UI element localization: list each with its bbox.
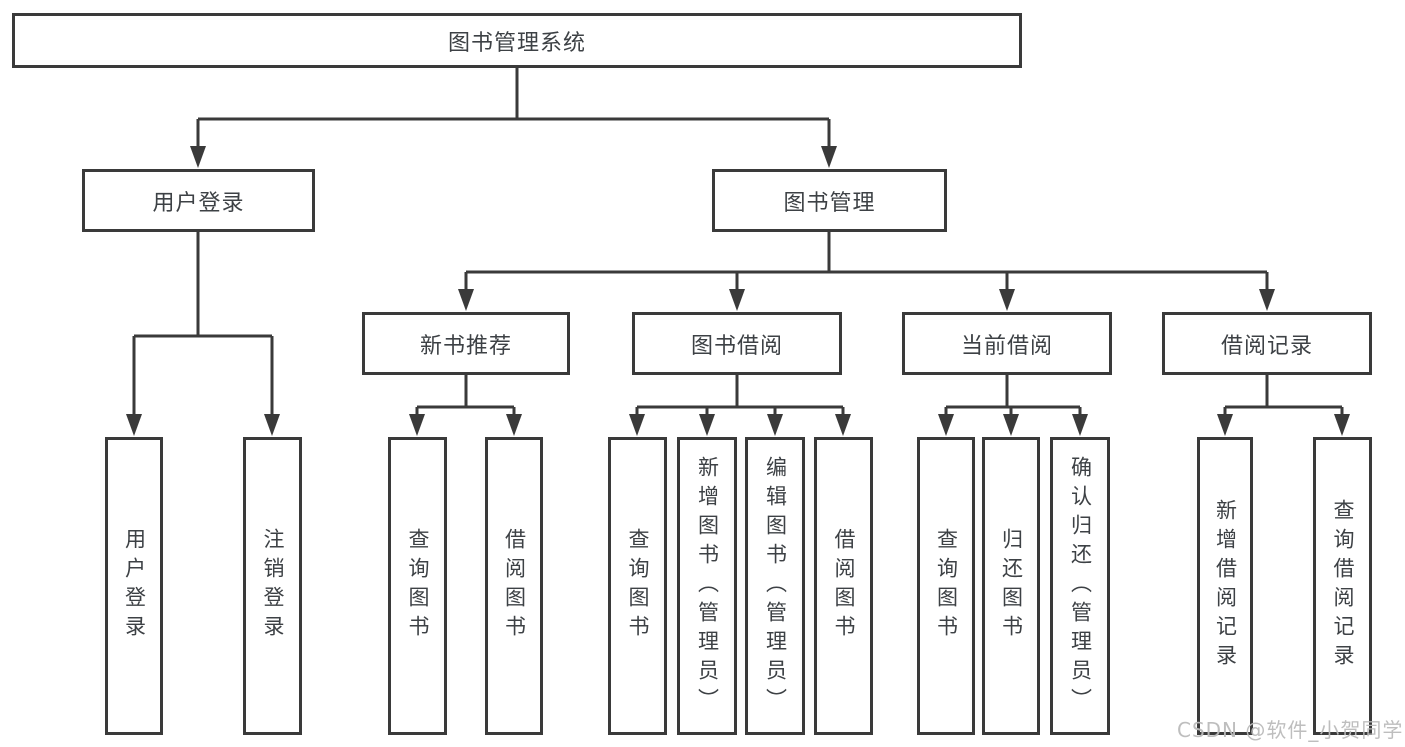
leaf-label: 编辑图书（管理员） bbox=[763, 455, 788, 717]
leaf-label: 用户登录 bbox=[122, 528, 147, 644]
arrowheads bbox=[126, 146, 1350, 436]
leaf-confirm-return-admin: 确认归还（管理员） bbox=[1050, 437, 1110, 735]
node-new-book-recommendation: 新书推荐 bbox=[362, 312, 570, 375]
leaf-label: 确认归还（管理员） bbox=[1068, 455, 1093, 717]
leaf-query-books-recommend: 查询图书 bbox=[388, 437, 447, 735]
leaf-add-books-admin: 新增图书（管理员） bbox=[677, 437, 737, 735]
node-user-login: 用户登录 bbox=[82, 169, 315, 232]
node-borrowing-records: 借阅记录 bbox=[1162, 312, 1372, 375]
leaf-label: 借阅图书 bbox=[502, 528, 527, 644]
node-label: 借阅记录 bbox=[1220, 333, 1313, 359]
leaf-label: 借阅图书 bbox=[832, 528, 856, 644]
leaf-edit-books-admin: 编辑图书（管理员） bbox=[745, 437, 805, 735]
node-label: 图书借阅 bbox=[690, 333, 783, 359]
leaf-return-books: 归还图书 bbox=[982, 437, 1040, 735]
node-label: 图书管理系统 bbox=[447, 30, 586, 56]
leaf-query-books-current: 查询图书 bbox=[917, 437, 975, 735]
node-book-borrowing: 图书借阅 bbox=[632, 312, 842, 375]
node-library-management-system: 图书管理系统 bbox=[12, 13, 1022, 68]
leaf-label: 注销登录 bbox=[261, 528, 285, 644]
node-label: 新书推荐 bbox=[419, 333, 512, 359]
node-label: 当前借阅 bbox=[960, 333, 1053, 359]
leaf-label: 查询借阅记录 bbox=[1331, 499, 1355, 673]
leaf-label: 查询图书 bbox=[626, 528, 650, 644]
leaf-label: 归还图书 bbox=[999, 528, 1024, 644]
leaf-logout: 注销登录 bbox=[243, 437, 302, 735]
leaf-add-borrow-record: 新增借阅记录 bbox=[1197, 437, 1253, 735]
leaf-borrow-books-borrowing: 借阅图书 bbox=[814, 437, 873, 735]
node-current-borrowing: 当前借阅 bbox=[902, 312, 1112, 375]
node-book-management: 图书管理 bbox=[712, 169, 947, 232]
leaf-user-login: 用户登录 bbox=[105, 437, 163, 735]
csdn-watermark: CSDN @软件_小贺同学 bbox=[1177, 718, 1404, 742]
leaf-label: 查询图书 bbox=[406, 528, 430, 644]
leaf-query-books-borrowing: 查询图书 bbox=[608, 437, 667, 735]
node-label: 用户登录 bbox=[152, 190, 245, 216]
node-label: 图书管理 bbox=[783, 190, 876, 216]
leaf-label: 新增图书（管理员） bbox=[695, 455, 720, 717]
leaf-label: 查询图书 bbox=[934, 528, 959, 644]
leaf-query-borrow-record: 查询借阅记录 bbox=[1313, 437, 1372, 735]
leaf-label: 新增借阅记录 bbox=[1213, 499, 1238, 673]
leaf-borrow-books-recommend: 借阅图书 bbox=[485, 437, 543, 735]
